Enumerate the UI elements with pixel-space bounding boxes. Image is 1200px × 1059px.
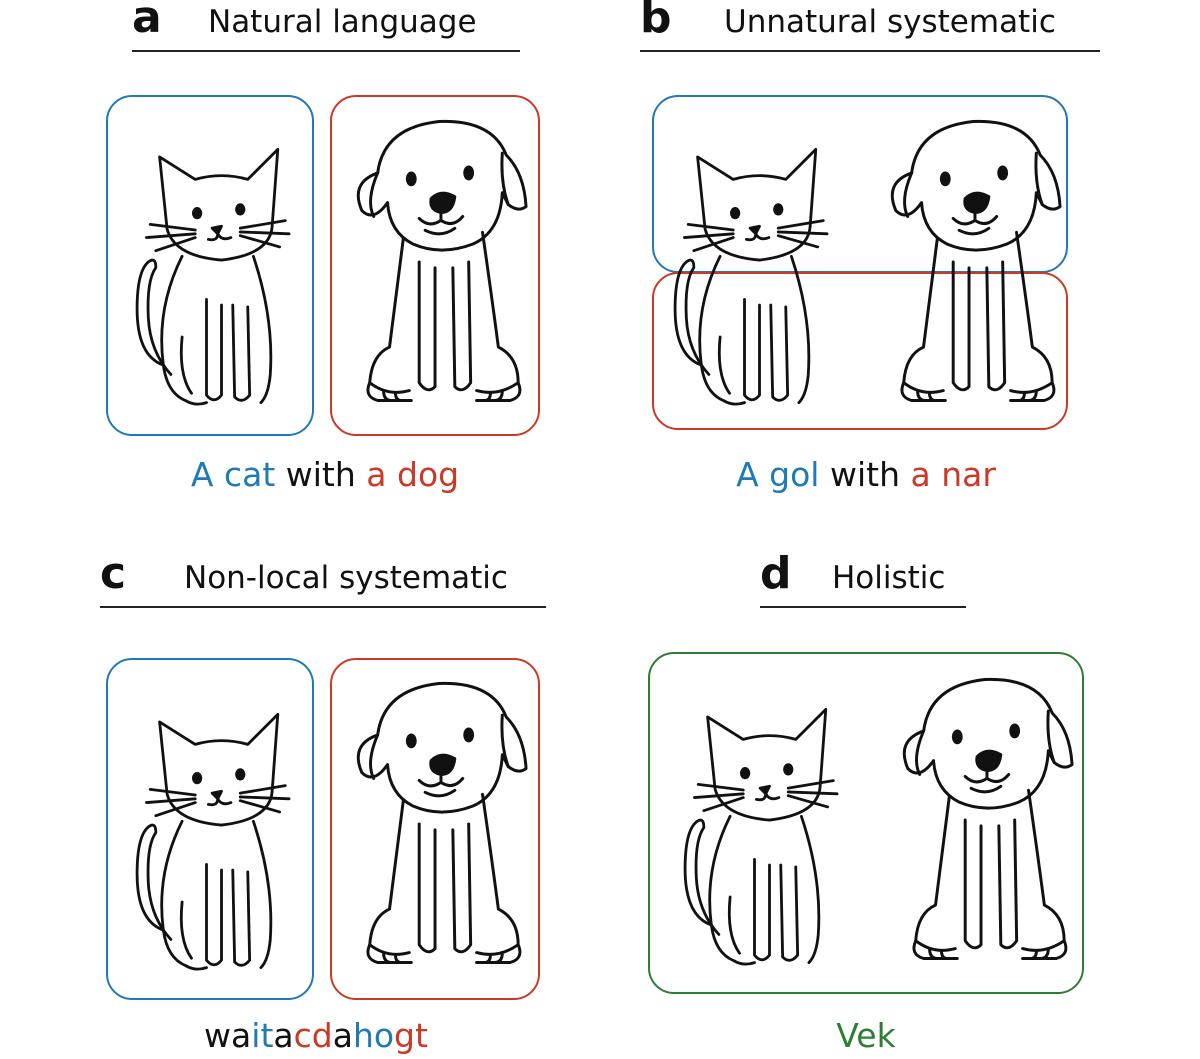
panel-a-cat-frame [106, 95, 314, 436]
caption-segment: ho [352, 1016, 395, 1055]
panel-c-letter: c [100, 548, 127, 599]
caption-segment: wa [204, 1016, 252, 1055]
panel-a-letter: a [132, 0, 162, 43]
panel-c-title: Non-local systematic [184, 560, 508, 596]
panel-c-caption: waitacdahogt [204, 1016, 428, 1056]
caption-segment: with [275, 455, 367, 494]
caption-segment: with [819, 455, 911, 494]
panel-a-dog-frame [330, 95, 540, 436]
panel-a-title: Natural language [208, 4, 477, 40]
caption-segment: A cat [190, 455, 276, 494]
caption-segment: A gol [736, 455, 820, 494]
panel-a-header: a Natural language [132, 0, 520, 52]
panel-d-letter: d [760, 548, 792, 599]
panel-b-caption: A gol with a nar [736, 455, 996, 495]
panel-b-body-frame [652, 272, 1068, 430]
caption-segment: a [332, 1016, 353, 1055]
panel-c-header: c Non-local systematic [100, 550, 546, 608]
caption-segment: a dog [366, 455, 460, 494]
panel-b-header: b Unnatural systematic [640, 0, 1100, 52]
cat-drawing-icon [135, 712, 291, 971]
panel-c-dog-frame [330, 658, 540, 1000]
dog-drawing-icon [356, 681, 528, 964]
cat-drawing-icon [683, 707, 839, 966]
panel-d-header: d Holistic [760, 550, 966, 608]
caption-segment: cd [293, 1016, 333, 1055]
panel-d-title: Holistic [832, 560, 946, 596]
panel-b-title: Unnatural systematic [724, 4, 1056, 40]
dog-drawing-icon [902, 677, 1074, 960]
panel-d-caption: Vek [836, 1016, 895, 1056]
caption-segment: it [251, 1016, 274, 1055]
caption-segment: a nar [910, 455, 996, 494]
panel-b-letter: b [640, 0, 672, 43]
dog-drawing-icon [890, 119, 1062, 402]
panel-a-caption: A cat with a dog [191, 455, 459, 495]
panel-c-cat-frame [106, 658, 314, 1000]
panel-d-holistic-frame [648, 652, 1084, 994]
cat-drawing-icon [135, 147, 291, 406]
cat-drawing-icon [673, 147, 829, 406]
caption-segment: gt [394, 1016, 428, 1055]
caption-segment: a [273, 1016, 294, 1055]
caption-segment: Vek [836, 1016, 896, 1055]
dog-drawing-icon [356, 119, 528, 402]
